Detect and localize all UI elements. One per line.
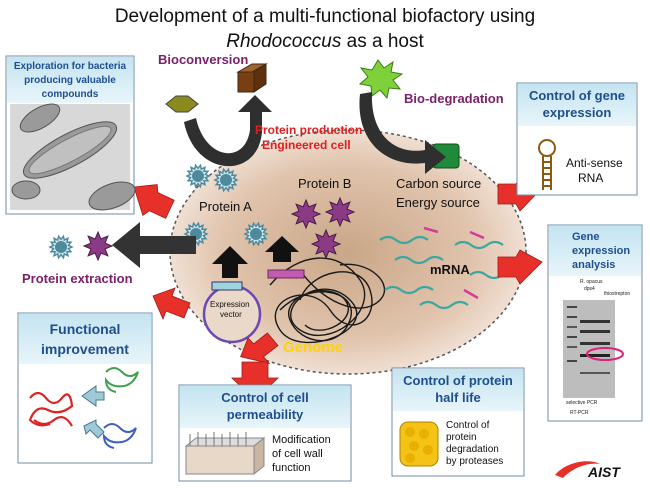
cell-label-line-1: Protein production (255, 123, 363, 137)
protein-structure-green (104, 367, 139, 393)
permeability-desc-3: function (272, 462, 311, 474)
antisense-label-1: Anti-sense (566, 156, 623, 170)
protein-a-molecule (243, 221, 269, 247)
protein-a-molecule (213, 167, 239, 193)
genome-label: Genome (283, 339, 344, 356)
gel-label-thiostrepton: thiostrepton (604, 291, 631, 297)
protein-a-molecule (185, 163, 211, 189)
gene-analysis-panel-header (549, 226, 641, 276)
antisense-strands (423, 226, 485, 300)
title-line-2: Rhodococcus as a host (226, 31, 424, 52)
protein-extraction-arrow (112, 222, 196, 268)
half-life-panel-header (393, 369, 523, 411)
gene-control-title-2: expression (542, 105, 612, 120)
permeability-desc-2: of cell wall (272, 448, 323, 460)
bioconversion-arrow (184, 95, 272, 167)
permeability-title-2: permeability (226, 407, 304, 422)
gel-label-gene: dps4 (584, 286, 595, 292)
aist-logo-text: AIST (588, 464, 620, 480)
half-life-desc-3: degradation (446, 444, 499, 455)
permeability-desc-1: Modification (272, 434, 331, 446)
gene-analysis-title-1: Gene (572, 231, 600, 243)
protein-b-molecule (324, 196, 356, 228)
aist-logo-mark (555, 461, 600, 478)
gel-label-rt-pcr: RT-PCR (570, 410, 589, 416)
protein-a-molecule (48, 234, 74, 260)
band-highlight (586, 347, 624, 361)
improve-arrow-1 (81, 385, 105, 407)
protein-b-molecule (82, 230, 114, 262)
gel-image (563, 300, 615, 398)
expression-vector-label-1: Expression (210, 300, 250, 309)
extracted-protein-b (82, 230, 114, 262)
protein-b-molecule (310, 228, 342, 260)
half-life-title-2: half life (435, 390, 481, 405)
genome-insert-bar (267, 269, 305, 279)
functional-title-1: Functional (49, 321, 121, 337)
substrate-hexagon (165, 95, 199, 113)
protein-b-molecules (290, 196, 356, 260)
hairpin-rna-icon (538, 139, 556, 190)
exploration-panel-header (7, 57, 133, 103)
gene-control-title-1: Control of gene (528, 88, 626, 103)
vector-insert-bar (211, 281, 243, 291)
expression-arrow-b (265, 236, 299, 262)
gel-label-strain: R. opacus (580, 279, 603, 285)
biodegradation-arrow (359, 92, 446, 174)
title-line-1: Development of a multi-functional biofac… (114, 6, 536, 27)
half-life-desc-1: Control of (446, 420, 490, 431)
product-cube (236, 63, 268, 93)
extracted-protein-a (48, 234, 74, 260)
gene-analysis-title-3: analysis (572, 259, 616, 271)
genome-dna (269, 257, 386, 344)
half-life-desc-2: protein (446, 432, 477, 443)
protein-structure-blue (102, 423, 137, 449)
bioconversion-label: Bioconversion (158, 52, 249, 67)
protein-a-label: Protein A (199, 199, 252, 214)
gene-analysis-title-2: expression (572, 245, 631, 257)
mrna-label: mRNA (430, 262, 470, 277)
biodegradation-label: Bio-degradation (404, 91, 504, 106)
protease-icon (399, 421, 439, 467)
permeability-panel-header (180, 386, 350, 428)
carbon-source-label: Carbon source (396, 176, 482, 191)
protein-b-label: Protein B (298, 176, 352, 191)
exploration-title-3: compounds (41, 89, 99, 100)
pollutant-burst (358, 59, 404, 100)
functional-panel-header (19, 314, 151, 364)
mrna-strands (379, 235, 504, 310)
expression-vector-label-2: vector (220, 310, 242, 319)
protein-extraction-label: Protein extraction (22, 271, 133, 286)
half-life-title-1: Control of protein (403, 373, 513, 388)
exploration-title-1: Exploration for bacteria (13, 61, 127, 72)
bacteria-micrograph (10, 103, 136, 211)
energy-source-label: Energy source (396, 195, 480, 210)
gene-control-panel-header (518, 84, 636, 126)
antisense-label-2: RNA (578, 171, 604, 185)
protein-structure-red (28, 391, 74, 427)
half-life-desc-4: by proteases (446, 456, 504, 467)
gel-label-selective-pcr: selective PCR (566, 400, 598, 406)
exploration-title-2: producing valuable (24, 75, 116, 86)
permeability-title-1: Control of cell (221, 390, 309, 405)
cell-label-line-2: Engineered cell (262, 138, 351, 152)
improve-arrow-2 (83, 419, 105, 439)
expression-arrow-a (212, 246, 248, 278)
protein-b-molecule (290, 198, 322, 230)
cell-wall-icon (184, 432, 266, 476)
functional-title-2: improvement (41, 341, 129, 357)
